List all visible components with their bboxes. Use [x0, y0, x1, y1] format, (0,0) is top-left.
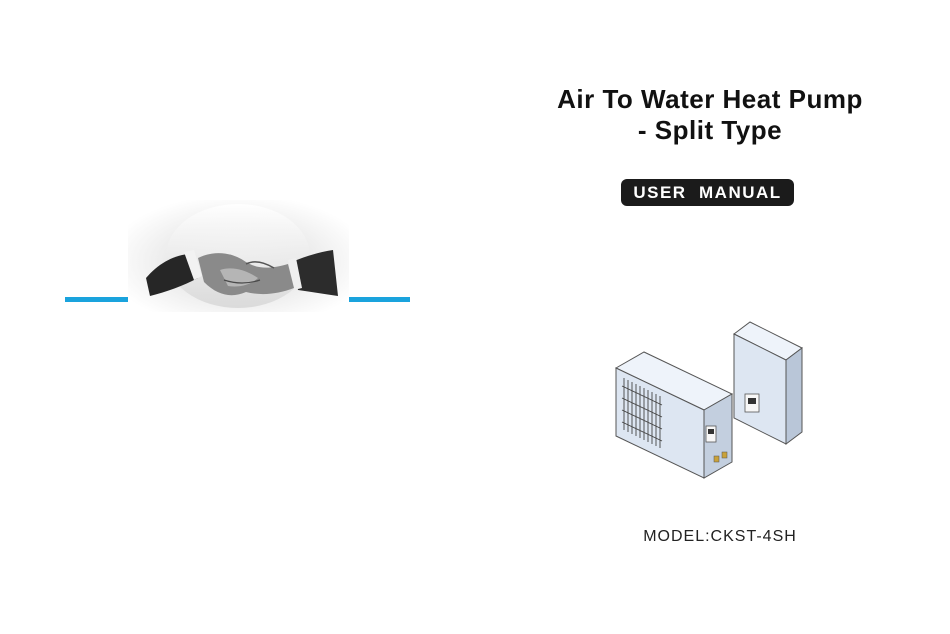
title-line-1: Air To Water Heat Pump	[557, 84, 863, 114]
blue-rule-left	[65, 297, 128, 302]
title-line-2: - Split Type	[637, 115, 783, 145]
user-manual-badge: USER MANUAL	[621, 179, 794, 206]
manual-title: Air To Water Heat Pump - Split Type	[480, 84, 940, 146]
blue-rule-right	[349, 297, 410, 302]
handshake-photo	[128, 200, 349, 312]
model-number: MODEL:CKST-4SH	[643, 528, 797, 545]
heat-pump-units-illustration	[614, 321, 803, 479]
